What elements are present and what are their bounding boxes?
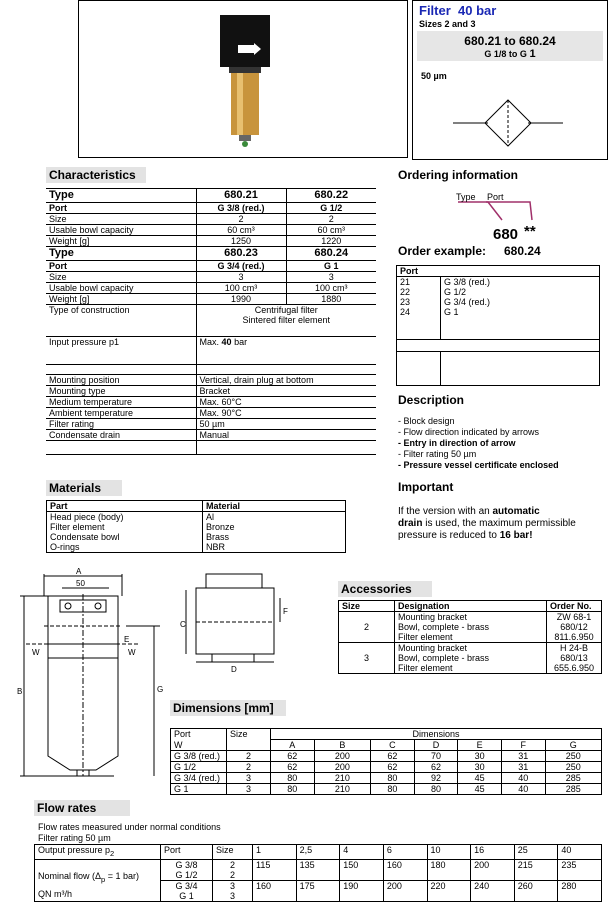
title-bar: 40 bar [458, 3, 497, 18]
characteristics-heading: Characteristics [46, 167, 146, 183]
accessories-heading: Accessories [338, 581, 432, 597]
side-view-drawing: C D F [180, 573, 288, 674]
sizes-text: Sizes 2 and 3 [419, 19, 476, 29]
order-example-value: 680.24 [504, 244, 541, 258]
dim-d: D [231, 665, 237, 674]
order-code-stars: ** [524, 223, 536, 240]
product-photo-frame [78, 0, 408, 158]
ordering-heading: Ordering information [398, 168, 518, 182]
front-view-drawing: A 50 E W W B G [17, 567, 163, 777]
description-heading: Description [398, 393, 465, 407]
order-code: 680 [493, 226, 519, 243]
dim-c: C [180, 620, 186, 629]
range-box: 680.21 to 680.24 G 1/8 to G 1 [417, 31, 603, 61]
description-list: - Block design - Flow direction indicate… [398, 416, 559, 470]
header-box: Filter 40 bar Sizes 2 and 3 680.21 to 68… [412, 0, 608, 160]
filter-symbol-icon [453, 99, 563, 147]
materials-heading: Materials [46, 480, 122, 496]
flow-heading: Flow rates [34, 800, 130, 816]
product-photo [220, 15, 270, 147]
order-code-connector [458, 201, 533, 221]
rating-text: 50 µm [421, 71, 447, 81]
dim-50: 50 [76, 579, 85, 588]
flow-note-2: Filter rating 50 µm [38, 833, 111, 843]
flow-note-1: Flow rates measured under normal conditi… [38, 822, 221, 832]
port-tag: Port [487, 192, 504, 202]
ports-text: G 1/8 to G [484, 49, 527, 59]
important-heading: Important [398, 480, 454, 494]
dimensions-heading: Dimensions [mm] [170, 700, 286, 716]
type-tag: Type [456, 192, 476, 202]
dim-f: F [283, 607, 288, 616]
dim-e: E [124, 635, 129, 644]
important-text: If the version with an automatic drain i… [398, 506, 576, 541]
title-word: Filter [419, 3, 451, 18]
range-text: 680.21 to 680.24 [464, 34, 556, 48]
dim-g: G [157, 685, 163, 694]
dim-w-left: W [32, 648, 40, 657]
dim-b: B [17, 687, 22, 696]
order-example-label: Order example: [398, 244, 487, 258]
dim-w-right: W [128, 648, 136, 657]
dim-a: A [76, 567, 82, 576]
